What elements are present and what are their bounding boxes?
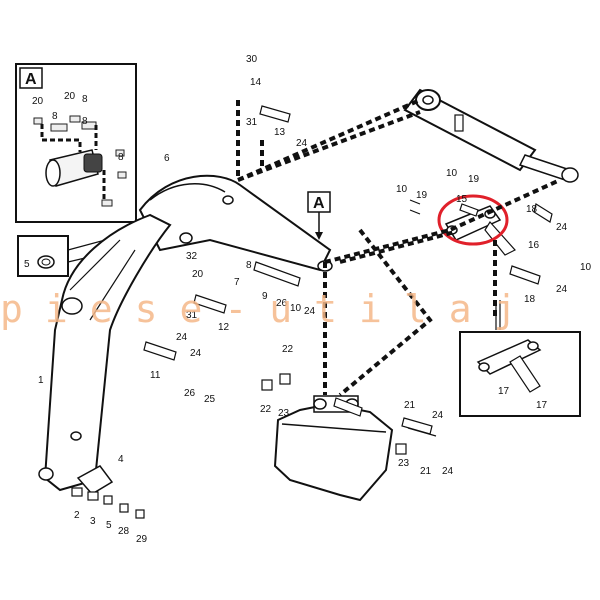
hydraulic-cylinder <box>403 88 579 183</box>
callout-2: 2 <box>74 510 80 521</box>
callout-30: 30 <box>246 54 258 65</box>
callout-1: 1 <box>38 375 44 386</box>
callout-10: 10 <box>396 184 408 195</box>
callout-24: 24 <box>296 138 308 149</box>
callout-10: 10 <box>580 262 592 273</box>
watermark-text: piese-utilaj <box>0 287 539 331</box>
callout-12: 12 <box>218 322 230 333</box>
highlight-circle <box>437 194 509 246</box>
callout-16: 16 <box>528 240 540 251</box>
callout-21: 21 <box>420 466 432 477</box>
callout-14: 14 <box>250 77 262 88</box>
callout-20: 20 <box>32 96 44 107</box>
frame-arm <box>38 213 172 492</box>
detail-box-a: A <box>15 63 137 223</box>
callout-8: 8 <box>118 152 124 163</box>
callout-11: 11 <box>150 370 161 381</box>
callout-20: 20 <box>64 91 76 102</box>
callout-8: 8 <box>82 116 88 127</box>
callout-9: 9 <box>262 291 268 302</box>
callout-18: 18 <box>524 294 536 305</box>
callout-24: 24 <box>556 222 568 233</box>
callout-20: 20 <box>192 269 204 280</box>
cover-plate <box>76 465 114 495</box>
callout-4: 4 <box>118 454 124 465</box>
callout-24: 24 <box>176 332 188 343</box>
callout-5: 5 <box>106 520 112 531</box>
bucket <box>273 395 394 502</box>
pointer-a-letter: A <box>313 195 325 212</box>
callout-22: 22 <box>260 404 272 415</box>
callout-31: 31 <box>186 310 198 321</box>
callout-8: 8 <box>246 260 252 271</box>
callout-5: 5 <box>24 259 30 270</box>
callout-23: 23 <box>278 408 290 419</box>
callout-7: 7 <box>234 277 240 288</box>
callout-21: 21 <box>404 400 416 411</box>
callout-32: 32 <box>186 251 198 262</box>
callout-28: 28 <box>118 526 130 537</box>
callout-10: 10 <box>446 168 458 179</box>
callout-22: 22 <box>282 344 294 355</box>
callout-8: 8 <box>82 94 88 105</box>
callout-24: 24 <box>304 306 316 317</box>
pointer-box-a: A <box>307 191 331 240</box>
callout-26: 26 <box>184 388 196 399</box>
callout-15: 15 <box>456 194 468 205</box>
pins <box>71 105 553 519</box>
callout-18: 18 <box>526 204 538 215</box>
callout-26: 26 <box>276 298 288 309</box>
callout-24: 24 <box>190 348 202 359</box>
callout-29: 29 <box>136 534 148 545</box>
detail-a-letter: A <box>25 71 37 88</box>
dashed-leaders <box>236 98 561 397</box>
callout-17: 17 <box>498 386 510 397</box>
callout-31: 31 <box>246 117 258 128</box>
callout-10: 10 <box>290 303 302 314</box>
callout-24: 24 <box>442 466 454 477</box>
callout-24: 24 <box>432 410 444 421</box>
callout-8: 8 <box>52 111 58 122</box>
detail-box-link <box>459 300 581 417</box>
callout-13: 13 <box>274 127 286 138</box>
callout-19: 19 <box>468 174 480 185</box>
callout-17: 17 <box>536 400 548 411</box>
washer-callout-box <box>17 227 171 277</box>
callout-6: 6 <box>164 153 170 164</box>
callout-25: 25 <box>204 394 216 405</box>
callout-3: 3 <box>90 516 96 527</box>
callout-23: 23 <box>398 458 410 469</box>
callout-24: 24 <box>556 284 568 295</box>
callout-19: 19 <box>416 190 428 201</box>
